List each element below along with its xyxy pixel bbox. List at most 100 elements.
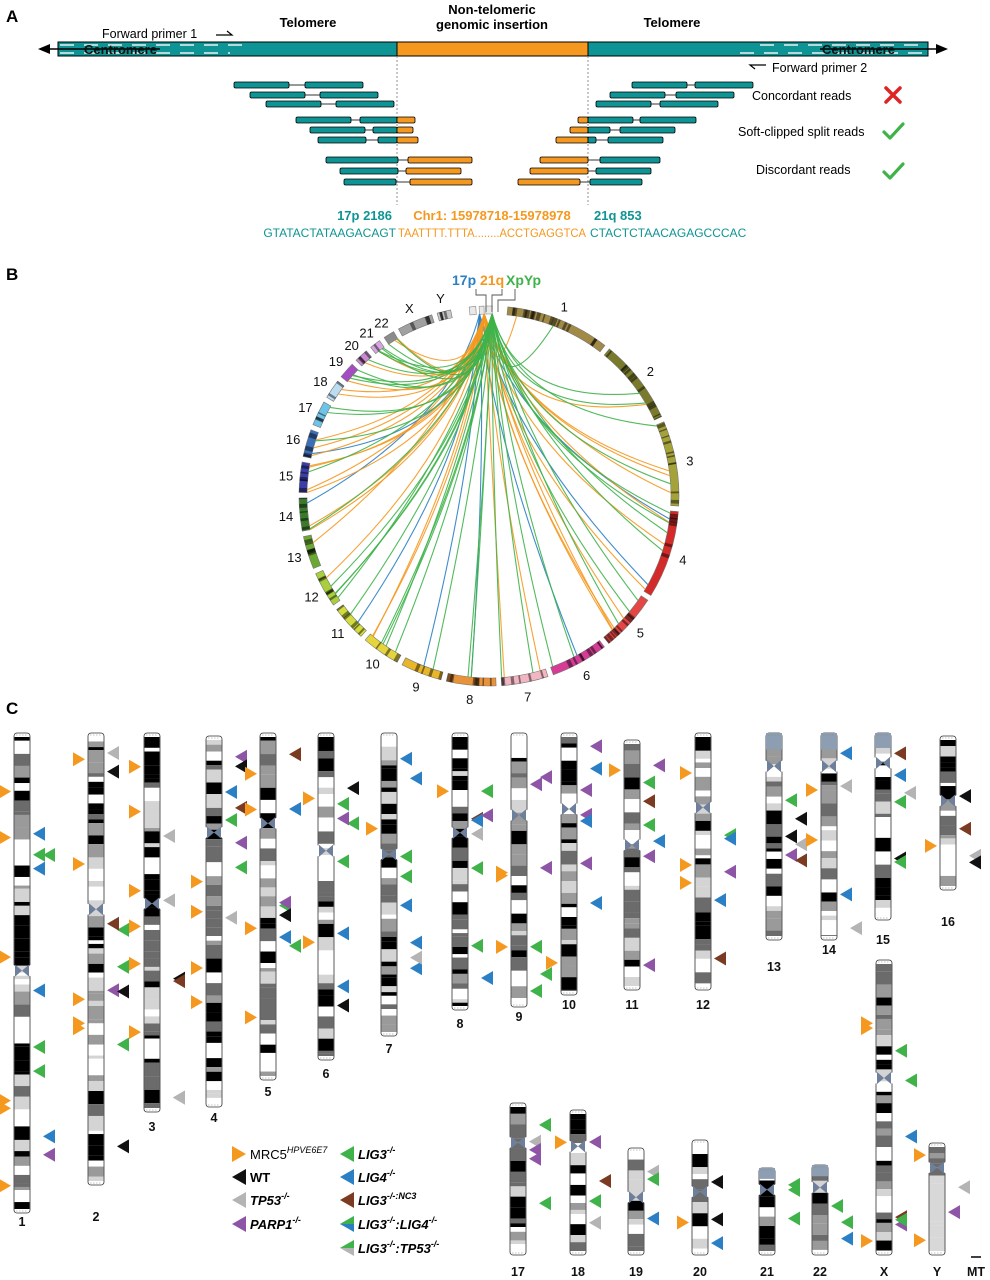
chromosome-number: 8 [457,1017,464,1031]
chromosome-band [876,1160,892,1166]
chromosome-band [766,848,782,852]
chromosome-band [381,966,397,975]
chromosome-band [315,416,324,423]
insertion-marker [33,861,45,876]
chromosome-number: MT [967,1265,985,1279]
insertion-marker [235,749,247,764]
chromosome-band [646,400,656,409]
insertion-marker [539,1196,551,1211]
chromosome-number: 17 [511,1265,525,1279]
insertion-marker [653,758,665,773]
chromosome-band [821,935,837,936]
chromosome-band [876,1128,892,1136]
chromosome-band [260,787,276,800]
chromosome-band [206,896,222,906]
chromosome-band [206,876,222,885]
chromosome-arc [298,497,311,532]
chromosome-arc [436,309,453,322]
chromosome-band [88,1155,104,1161]
insertion-marker [530,777,542,792]
centromere [760,1183,774,1196]
centromere [693,1185,707,1198]
chromosome-band [318,989,334,996]
chromosome-band [439,312,444,321]
chromosome-band [766,873,782,887]
chromosome-band [510,1171,526,1183]
chromosome-band [206,765,222,770]
read [619,126,676,134]
chromosome-band [511,923,527,932]
chromosome-band [88,1166,104,1177]
insertion-marker [0,785,11,798]
chromosome-band [260,887,276,897]
chromosome-band [570,1119,586,1130]
chromosome-band [88,948,104,954]
chromosome-arc [383,331,399,345]
insertion-marker [496,868,508,883]
chromosome-band [260,963,276,969]
chromosome-band [144,774,160,779]
chromosome-band [206,1047,222,1059]
chromosome-band [666,454,675,459]
insertion-marker [225,785,237,800]
chromosome-band [940,746,956,757]
chromosome-band [812,1215,828,1224]
chromosome-band [624,614,634,623]
insertion-marker [914,1233,926,1248]
chromosome-band [14,991,30,1005]
read [396,126,414,134]
centromere [876,756,890,769]
insertion-marker [609,763,621,778]
chromosome-band [14,957,30,966]
chromosome-band [766,756,782,765]
chromosome-band [876,1113,892,1122]
chromosome-band [14,1016,30,1027]
chromosome-band [88,857,104,869]
legend-lig4-marker [340,1169,354,1185]
insertion-marker [540,860,552,875]
chromosome-band [299,510,308,514]
read [589,178,643,186]
insertion-marker [73,1021,85,1036]
insertion-marker [303,791,315,806]
chromosome-band [876,1091,892,1096]
chromosome-band [299,487,308,493]
chromosome-band [695,858,711,865]
chromosome-band [821,826,837,831]
chromosome-label: 15 [279,469,293,484]
chromosome-band [425,315,432,325]
chromosome-band [510,1148,526,1161]
chromosome-band [88,1134,104,1146]
chromosome-band [88,741,104,748]
chromosome-band [88,773,104,777]
chromosome-band [144,828,160,832]
chromosome-band [561,843,577,851]
chromosome-band [561,743,577,748]
chromosome-band [88,819,104,824]
translocation-link [491,314,503,678]
chromosome-band [14,1115,30,1127]
chromosome-band [597,641,604,649]
origin-segment [478,305,485,315]
insertion-marker [235,800,247,815]
chromosome-label: 6 [583,668,590,683]
chromosome-band [318,843,334,849]
read [325,156,399,164]
chromosome-band [300,517,309,522]
chromosome-band [511,945,527,951]
chromosome-band [821,911,837,916]
chromosome-band [381,787,397,792]
chromosome-band [692,1179,708,1190]
chromosome-band [381,992,397,996]
chromosome-band [570,1224,586,1236]
chromosome-band [144,879,160,891]
chromosome-band [301,526,310,531]
chromosome-band [695,908,711,913]
chromosome-band [381,746,397,761]
translocation-link [491,313,640,395]
chromosome-band [206,744,222,752]
chromosome-band [306,547,316,555]
chromosome-number: 1 [19,1215,26,1229]
chromosome-band [624,928,640,938]
coord-right: 21q 853 [594,208,642,223]
